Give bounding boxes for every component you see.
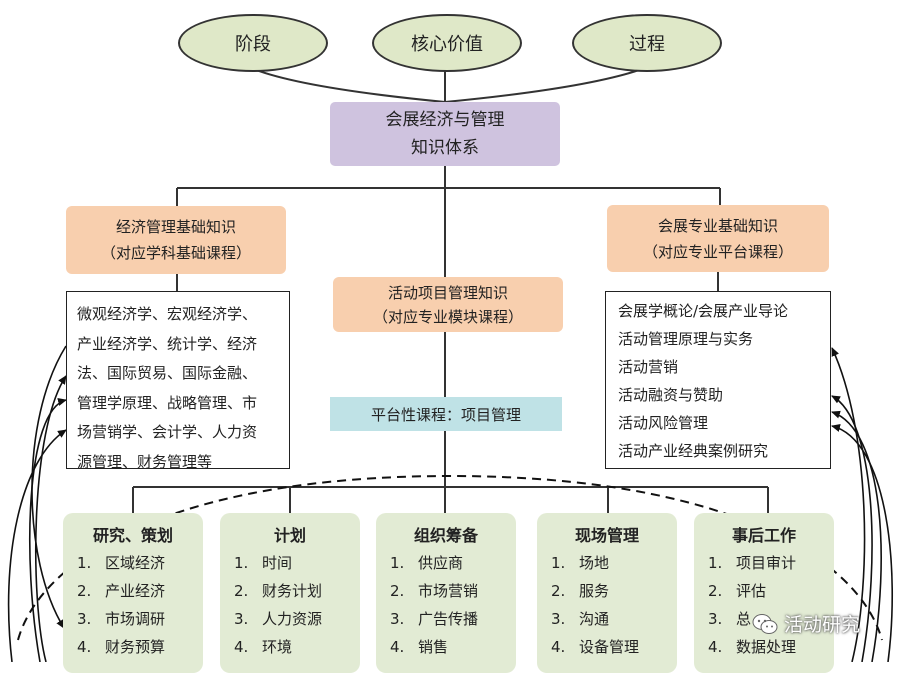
right-course-box: 会展学概论/会展产业导论 活动管理原理与实务 活动营销 活动融资与赞助 活动风险… (605, 291, 831, 469)
left-header-subtitle: （对应学科基础课程） (100, 244, 251, 262)
phase-item: 2.产业经济 (77, 582, 166, 600)
right-course-item: 活动管理原理与实务 (618, 330, 754, 348)
left-course-line: 产业经济学、统计学、经济 (77, 334, 258, 353)
phase-post-event: 事后工作 1.项目审计 2.评估 3.总 4.数据处理 (694, 513, 834, 673)
phase-title: 组织筹备 (413, 526, 478, 545)
center-header-title: 活动项目管理知识 (387, 283, 508, 302)
left-course-box: 微观经济学、宏观经济学、 产业经济学、统计学、经济 法、国际贸易、国际金融、 管… (66, 291, 290, 471)
right-header-subtitle: （对应专业平台课程） (642, 242, 793, 261)
right-course-item: 活动营销 (618, 358, 679, 376)
phase-item: 2.服务 (551, 582, 610, 600)
phase-item: 2.市场营销 (390, 582, 479, 600)
phase-plan: 计划 1.时间 2.财务计划 3.人力资源 4.环境 (220, 513, 360, 673)
watermark-text: 活动研究 (784, 614, 861, 636)
phase-item: 4.销售 (390, 638, 449, 656)
watermark: 活动研究 (752, 610, 860, 637)
phase-title: 事后工作 (731, 526, 796, 545)
phase-onsite-management: 现场管理 1.场地 2.服务 3.沟通 4.设备管理 (537, 513, 677, 673)
left-course-line: 微观经济学、宏观经济学、 (77, 305, 258, 323)
phase-title: 现场管理 (574, 526, 639, 545)
phase-item: 1.区域经济 (77, 554, 166, 572)
right-header-title: 会展专业基础知识 (657, 216, 778, 235)
core-title: 会展经济与管理 (385, 110, 505, 130)
left-course-line: 法、国际贸易、国际金融、 (77, 364, 258, 382)
phase-item: 4.数据处理 (708, 638, 797, 656)
oval-process: 过程 (572, 14, 722, 72)
phase-item: 1.时间 (234, 554, 293, 572)
phase-item: 4.设备管理 (551, 638, 640, 656)
phase-item: 4.环境 (234, 638, 293, 656)
phase-item: 2.评估 (708, 582, 767, 600)
core-subtitle: 知识体系 (411, 138, 479, 158)
left-header-title: 经济管理基础知识 (115, 218, 236, 236)
platform-course-box: 平台性课程：项目管理 (330, 397, 562, 431)
oval-core-value: 核心价值 (372, 14, 522, 72)
phase-item: 3.总 (708, 610, 752, 628)
phase-item: 3.市场调研 (77, 610, 166, 628)
center-header-subtitle: （对应专业模块课程） (372, 307, 523, 326)
phase-item: 3.人力资源 (234, 610, 323, 628)
phase-item: 3.广告传播 (390, 610, 479, 628)
center-header-box: 活动项目管理知识 （对应专业模块课程） (333, 277, 563, 332)
right-course-item: 活动融资与赞助 (618, 386, 724, 404)
phase-organization: 组织筹备 1.供应商 2.市场营销 3.广告传播 4.销售 (376, 513, 516, 673)
phase-item: 1.供应商 (390, 554, 464, 572)
right-course-item: 活动风险管理 (618, 414, 709, 432)
right-course-item: 活动产业经典案例研究 (618, 442, 769, 460)
phase-research-planning: 研究、策划 1.区域经济 2.产业经济 3.市场调研 4.财务预算 (63, 513, 203, 673)
right-header-box: 会展专业基础知识 （对应专业平台课程） (607, 205, 829, 272)
phase-item: 3.沟通 (551, 610, 610, 628)
left-course-line: 场营销学、会计学、人力资 (77, 423, 258, 441)
left-course-line: 管理学原理、战略管理、市 (77, 393, 258, 412)
wechat-icon (752, 613, 778, 634)
phase-item: 1.项目审计 (708, 554, 797, 572)
phase-title: 计划 (273, 526, 306, 545)
phase-item: 1.场地 (551, 554, 610, 572)
right-course-item: 会展学概论/会展产业导论 (618, 302, 789, 320)
left-header-box: 经济管理基础知识 （对应学科基础课程） (66, 206, 286, 274)
phase-title: 研究、策划 (92, 526, 173, 545)
left-course-line: 源管理、财务管理等 (77, 452, 213, 471)
oval-stage: 阶段 (178, 14, 328, 72)
core-knowledge-system: 会展经济与管理 知识体系 (330, 102, 560, 166)
phase-item: 4.财务预算 (77, 638, 166, 656)
phase-item: 2.财务计划 (234, 582, 323, 600)
